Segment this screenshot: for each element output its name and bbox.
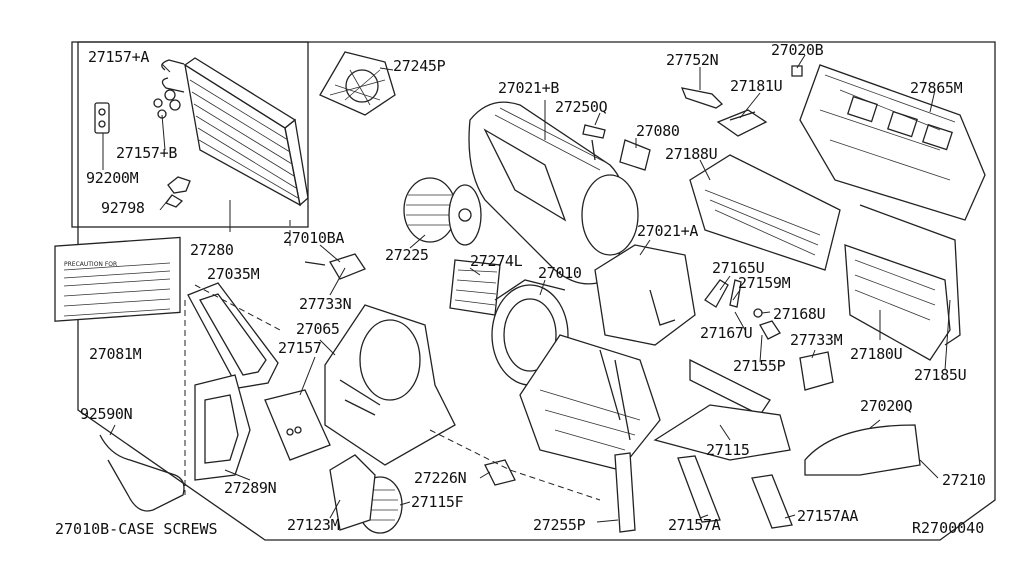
label-27155p: 27155P (733, 357, 786, 375)
upper-case (468, 101, 639, 285)
expansion-valve (94, 102, 110, 134)
label-27225: 27225 (385, 246, 429, 264)
label-27123m: 27123M (287, 516, 340, 534)
label-27289n: 27289N (224, 479, 277, 497)
label-27188u: 27188U (665, 145, 718, 163)
o-ring-a (153, 98, 163, 108)
floor-duct (804, 424, 921, 476)
label-27185u: 27185U (914, 366, 967, 384)
label-27245p: 27245P (393, 57, 446, 75)
clip-part (164, 176, 191, 208)
label-27021-a: 27021+A (637, 222, 699, 240)
label-92590n: 92590N (80, 405, 133, 423)
seal-strip (614, 452, 636, 533)
assembly-frame (77, 41, 996, 541)
motor-27733M (799, 351, 834, 391)
label-27250q: 27250Q (555, 98, 608, 116)
filter-frame (187, 282, 279, 389)
label-27210: 27210 (942, 471, 986, 489)
filter-pad (264, 389, 331, 461)
label-27115f: 27115F (411, 493, 464, 511)
label-27157: 27157 (278, 339, 322, 357)
label-27081m: 27081M (89, 345, 142, 363)
filter-27157A (677, 455, 721, 523)
label-27255p: 27255P (533, 516, 586, 534)
evaporator-core (161, 57, 309, 207)
label-27280: 27280 (190, 241, 234, 259)
label-27020b: 27020B (771, 41, 824, 59)
label-27020q: 27020Q (860, 397, 913, 415)
evaporator-inset-box (71, 41, 309, 228)
filter-27157AA (751, 474, 793, 529)
filter-element (194, 374, 251, 481)
caution-label-title: PRECAUTION FOR (64, 261, 117, 268)
drain-hose (99, 434, 185, 512)
label-92200m: 92200M (86, 169, 139, 187)
heater-cooling-unit (519, 334, 661, 471)
label-27159m: 27159M (738, 274, 791, 292)
actuator-links (582, 124, 651, 171)
caution-label: PRECAUTION FOR (54, 236, 181, 322)
bracket-27226N (484, 459, 516, 486)
bracket-27752N (680, 87, 724, 109)
label-27080: 27080 (636, 122, 680, 140)
label-27181u: 27181U (730, 77, 783, 95)
vent-duct (653, 358, 791, 461)
reference-code: R2700040 (912, 519, 985, 537)
label-27226n: 27226N (414, 469, 467, 487)
lower-case-cover (594, 244, 696, 346)
side-duct-panels (844, 204, 961, 361)
link-levers (704, 279, 781, 340)
blower-motor (403, 177, 482, 246)
module-27123M (329, 454, 376, 531)
label-27157-b: 27157+B (116, 144, 178, 162)
label-27165u: 27165U (712, 259, 765, 277)
footer-case-screws-note: 27010B-CASE SCREWS (55, 520, 218, 538)
mode-door-frame (689, 154, 841, 271)
blower-case-half (324, 304, 456, 466)
heater-unit-housing (799, 64, 986, 221)
label-27274l: 27274L (470, 252, 523, 270)
label-27021-b: 27021+B (498, 79, 560, 97)
label-27157aa: 27157AA (797, 507, 859, 525)
label-27752n: 27752N (666, 51, 719, 69)
label-27168u: 27168U (773, 305, 826, 323)
filter-grille (319, 51, 396, 116)
label-27167u: 27167U (700, 324, 753, 342)
label-27157-a: 27157+A (88, 48, 150, 66)
label-92798: 92798 (101, 199, 145, 217)
label-27115: 27115 (706, 441, 750, 459)
label-27010ba: 27010BA (283, 229, 345, 247)
label-27157a: 27157A (668, 516, 721, 534)
blower-resistor (304, 253, 366, 280)
mode-door-link-27181U (716, 109, 768, 137)
label-27065: 27065 (296, 320, 340, 338)
label-27035m: 27035M (207, 265, 260, 283)
label-27733m: 27733M (790, 331, 843, 349)
label-27733n: 27733N (299, 295, 352, 313)
label-27010: 27010 (538, 264, 582, 282)
leader-lines (102, 54, 951, 523)
label-27180u: 27180U (850, 345, 903, 363)
label-27865m: 27865M (910, 79, 963, 97)
